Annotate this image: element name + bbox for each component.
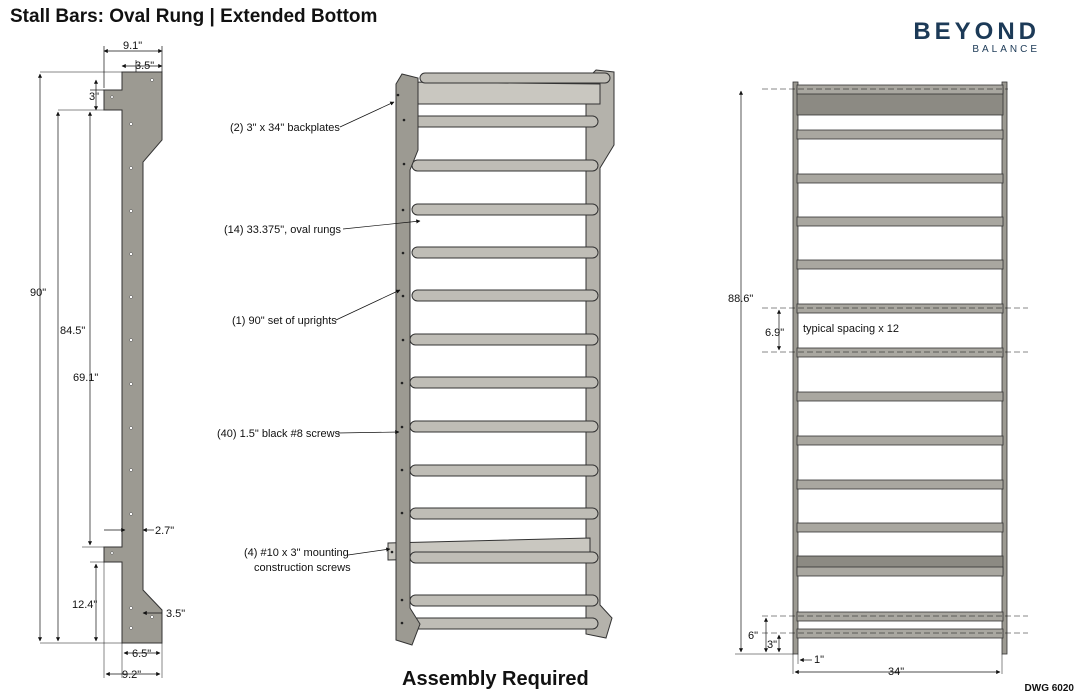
dim-total-height: 90" xyxy=(30,287,46,299)
dim-offset: 1" xyxy=(814,654,824,666)
front-view: 88.6" 6.9" typical spacing x 12 6" 3" 1"… xyxy=(728,81,1028,678)
top-backplate xyxy=(403,81,601,105)
dim-bottom-step: 12.4" xyxy=(72,599,97,611)
dim-front-width: 34" xyxy=(888,666,904,678)
dim-bottom-width-92: 9.2" xyxy=(122,669,141,681)
brand-logo: BEYOND BALANCE xyxy=(913,18,1040,55)
assembly-note: Assembly Required xyxy=(402,668,589,690)
front-rungs xyxy=(796,84,1004,639)
brand-subtitle: BALANCE xyxy=(972,44,1040,55)
front-upright xyxy=(395,73,421,646)
spacing-note: typical spacing x 12 xyxy=(803,323,899,335)
dim-height-84: 84.5" xyxy=(60,325,85,337)
isometric-view: (2) 3" x 34" backplates (14) 33.375", ov… xyxy=(217,69,615,646)
left-upright xyxy=(792,81,799,655)
upright-screws xyxy=(390,93,406,625)
dim-front-height: 88.6" xyxy=(728,293,753,305)
dim-top-step: 3" xyxy=(89,91,99,103)
right-upright xyxy=(1001,81,1008,655)
dim-bottom-width-65: 6.5" xyxy=(132,648,151,660)
upright-profile xyxy=(103,71,163,644)
part-construction-screws: construction screws xyxy=(254,562,351,574)
dim-top-width: 9.1" xyxy=(123,40,142,52)
dim-mid-width: 2.7" xyxy=(155,525,174,537)
dim-spacing: 6.9" xyxy=(765,327,784,339)
brand-name: BEYOND xyxy=(913,18,1040,45)
part-oval-rungs: (14) 33.375", oval rungs xyxy=(224,224,342,236)
dim-height-69: 69.1" xyxy=(73,372,98,384)
part-screws: (40) 1.5" black #8 screws xyxy=(217,428,341,440)
part-backplates: (2) 3" x 34" backplates xyxy=(230,122,340,134)
drawing-title: Stall Bars: Oval Rung | Extended Bottom xyxy=(10,6,378,27)
dim-bottom-3: 3" xyxy=(767,639,777,651)
dim-bottom-notch: 3.5" xyxy=(166,608,185,620)
dim-top-notch: 3.5" xyxy=(135,60,154,72)
upright-holes xyxy=(110,78,154,630)
drawing-number: DWG 6020 xyxy=(1024,683,1074,694)
part-uprights: (1) 90" set of uprights xyxy=(232,315,337,327)
part-mounting-screws: (4) #10 x 3" mounting xyxy=(244,547,349,559)
side-view: 9.1" 3.5" 3" 90" 84.5" 69.1" 2.7" 12.4" xyxy=(30,40,185,681)
dim-bottom-6: 6" xyxy=(748,630,758,642)
